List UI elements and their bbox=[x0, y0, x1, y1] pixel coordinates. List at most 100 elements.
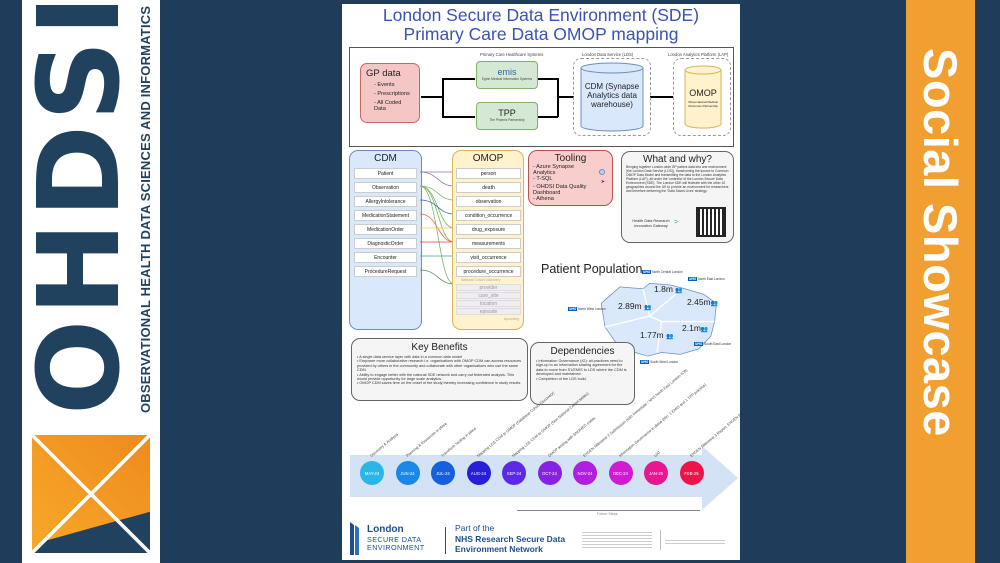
people-icon: 👥 bbox=[675, 288, 683, 294]
what-why-body: Bringing together London-wide GP patient… bbox=[626, 165, 729, 193]
emis-subtitle: Egton Medical Information Systems bbox=[481, 77, 533, 81]
population-value: 1.77m 👥 bbox=[640, 330, 673, 340]
timeline-arrow-icon bbox=[702, 446, 738, 510]
cdm-item: Observation bbox=[354, 182, 417, 193]
cdm-panel: CDM Patient Observation AllergyIntoleran… bbox=[349, 150, 422, 330]
tsql-icon: ➤ bbox=[600, 179, 605, 185]
social-showcase-label: Social Showcase bbox=[914, 48, 967, 437]
lsde-line2: SECURE DATA bbox=[367, 535, 422, 544]
region-name: South East London bbox=[704, 342, 732, 346]
ohdsi-wordmark: OHDSI bbox=[22, 0, 145, 415]
arrow-line bbox=[442, 78, 444, 117]
what-why-title: What and why? bbox=[643, 154, 712, 165]
dependencies-title: Dependencies bbox=[550, 346, 615, 357]
omop-panel: OMOP person death observation condition_… bbox=[452, 150, 524, 330]
omop-title: OMOP bbox=[472, 153, 504, 164]
cdm-item: AllergyIntolerance bbox=[354, 196, 417, 207]
dependencies-panel: Dependencies Information Governance (IG)… bbox=[530, 342, 635, 405]
lsde-line3: ENVIRONMENT bbox=[367, 543, 425, 552]
nhs-badge: NHS bbox=[568, 307, 578, 311]
cdm-item: DiagnosticOrder bbox=[354, 238, 417, 249]
population-value: 2.89m 👥 bbox=[618, 301, 651, 311]
ohdsi-banner: OHDSI Observational Health Data Sciences… bbox=[22, 0, 160, 563]
tooling-item: - OHDSI Data Quality Dashboard bbox=[533, 184, 587, 196]
dependency-item: Completion of the LDS build. bbox=[536, 377, 629, 381]
gp-item: - Events bbox=[374, 82, 395, 88]
region-label: NHS North Central London bbox=[642, 270, 683, 274]
network-line2: Environment Network bbox=[455, 544, 543, 554]
tooling-item: - Azure Synapse Analytics bbox=[533, 164, 575, 176]
data-flow-diagram: GP data - Events - Prescriptions - All C… bbox=[349, 47, 734, 147]
lsde-title: London bbox=[367, 524, 404, 535]
acknowledgements-text bbox=[582, 532, 652, 548]
omop-upcoming-item: episode bbox=[456, 308, 521, 315]
omop-item: condition_occurrence bbox=[456, 210, 521, 221]
nhs-badge: NHS bbox=[642, 270, 652, 274]
omop-item: visit_occurrence bbox=[456, 252, 521, 263]
timeline-month: SEP-24 bbox=[502, 461, 526, 485]
lap-label: London Analytics Platform (LAP) bbox=[668, 52, 729, 57]
arrow-line bbox=[557, 78, 559, 117]
synapse-icon bbox=[599, 169, 605, 175]
what-why-panel: What and why? Bringing together London-w… bbox=[621, 151, 734, 243]
arrow-line bbox=[538, 116, 558, 118]
omop-upcoming-item: provider bbox=[456, 284, 521, 291]
cdm-item: MedicationStatement bbox=[354, 210, 417, 221]
poster-title-line1: London Secure Data Environment (SDE) bbox=[382, 5, 700, 25]
gp-item: - All Coded Data bbox=[374, 100, 402, 112]
omop-upcoming-item: care_site bbox=[456, 292, 521, 299]
qr-code-icon[interactable] bbox=[696, 207, 726, 237]
ohdsi-x-logo-icon bbox=[32, 435, 150, 553]
population-value-ncl: 1.8m bbox=[654, 284, 673, 294]
population-value: 2.45m👥 bbox=[687, 297, 718, 307]
cdm-item: Patient bbox=[354, 168, 417, 179]
key-benefits-title: Key Benefits bbox=[411, 342, 468, 353]
region-label: NHS South West London bbox=[640, 360, 678, 364]
population-value-sel: 2.1m bbox=[682, 323, 701, 333]
omop-upcoming-label: Upcoming bbox=[503, 317, 519, 321]
footer-divider bbox=[660, 530, 661, 550]
cdm-cylinder-icon bbox=[580, 62, 644, 132]
social-showcase-banner: Social Showcase bbox=[906, 0, 975, 563]
patient-population-title: Patient Population bbox=[541, 262, 643, 276]
people-icon: 👥 bbox=[644, 305, 652, 311]
poster-title-line2: Primary Care Data OMOP mapping bbox=[403, 24, 679, 44]
timeline-month: MAY-24 bbox=[360, 461, 384, 485]
omop-upcoming-item: location bbox=[456, 300, 521, 307]
tpp-name: TPP bbox=[498, 108, 516, 118]
timeline-month: AUG-24 bbox=[466, 461, 491, 485]
region-name: North East London bbox=[698, 277, 725, 281]
ohdsi-subtitle: Observational Health Data Sciences and I… bbox=[138, 5, 153, 413]
mapping-lines bbox=[420, 171, 455, 285]
omop-divider-label: National Cohort Discovery bbox=[461, 278, 501, 282]
primary-care-label: Primary Care Healthcare Systems bbox=[480, 52, 544, 57]
lds-container bbox=[573, 58, 651, 136]
omop-item: procedure_occurrence bbox=[456, 266, 521, 277]
lsde-logo-icon bbox=[350, 522, 359, 555]
benefit-item: Ability to engage better with the nation… bbox=[357, 373, 522, 382]
omop-item: drug_exposure bbox=[456, 224, 521, 235]
network-line1: NHS Research Secure Data bbox=[455, 534, 566, 544]
gp-data-box: GP data - Events - Prescriptions - All C… bbox=[360, 63, 420, 123]
region-name: North West London bbox=[578, 307, 606, 311]
nhs-badge: NHS bbox=[640, 360, 650, 364]
omop-item: measurements bbox=[456, 238, 521, 249]
arrow-line bbox=[421, 96, 443, 98]
people-icon: 👥 bbox=[700, 327, 709, 333]
network-name: NHS Research Secure Data Environment Net… bbox=[455, 534, 565, 554]
timeline-month: NOV-24 bbox=[573, 461, 597, 485]
future-steps-label: Future Steps bbox=[597, 512, 618, 516]
population-value: 2.1m👥 bbox=[682, 323, 708, 333]
dependency-item: Information Governance (IG): all practic… bbox=[536, 359, 629, 377]
cdm-cylinder-label: CDM (Synapse Analytics data warehouse) bbox=[584, 82, 640, 109]
arrow-line bbox=[650, 96, 673, 98]
timeline-month: JUL-24 bbox=[431, 461, 455, 485]
timeline-month: FEB-25 bbox=[679, 461, 704, 485]
timeline-month: JAN-25 bbox=[644, 461, 668, 485]
benefit-item: A single data service layer with data in… bbox=[357, 355, 522, 359]
poster-footer: London SECURE DATA ENVIRONMENT Part of t… bbox=[342, 514, 740, 560]
omop-item: person bbox=[456, 168, 521, 179]
tooling-title: Tooling bbox=[554, 153, 587, 164]
